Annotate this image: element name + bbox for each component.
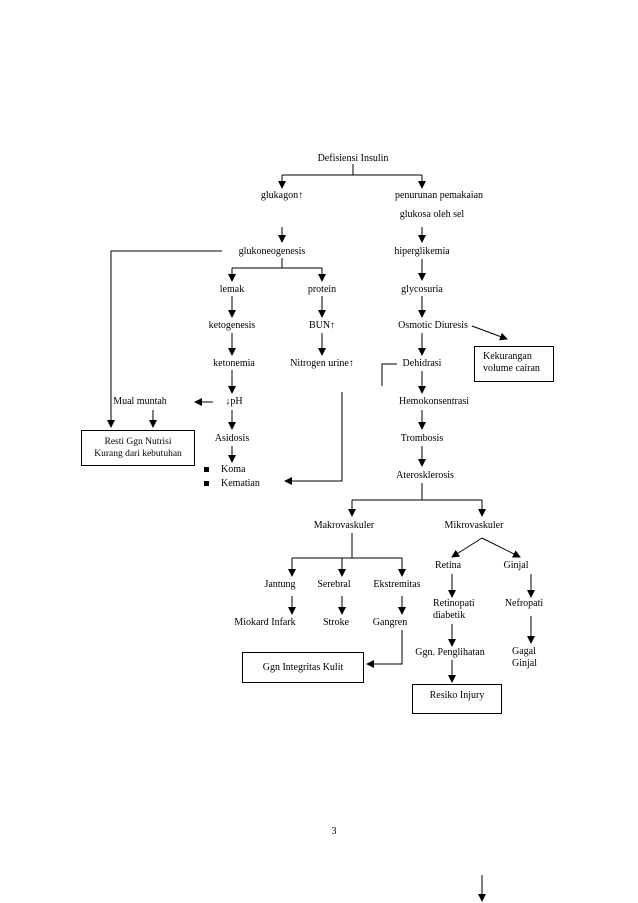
node-gagal-ginjal: Ginjal <box>512 658 537 669</box>
page-number: 3 <box>331 826 337 837</box>
box-resti-line-2: Kurang dari kebutuhan <box>94 449 182 459</box>
node-nefropati: Nefropati <box>504 598 544 609</box>
node-lemak: lemak <box>219 284 245 295</box>
box-injury-label: Resiko Injury <box>429 690 485 701</box>
node-osmotic-diuresis: Osmotic Diuresis <box>398 320 468 331</box>
node-glukosa-oleh-sel: glukosa oleh sel <box>399 209 465 220</box>
box-resti-line-1: Resti Ggn Nutrisi <box>104 437 172 447</box>
node-ketonemia: ketonemia <box>213 358 255 369</box>
arrow-osmotic-to-kekurangan <box>471 325 508 341</box>
node-ginjal: Ginjal <box>503 560 529 571</box>
node-trombosis: Trombosis <box>400 433 444 444</box>
node-glycosuria: glycosuria <box>401 284 443 295</box>
line-dehidrasi-hook <box>381 363 397 386</box>
node-glukoneogenesis: glukoneogenesis <box>238 246 306 257</box>
node-hiperglikemia: hiperglikemia <box>394 246 450 257</box>
arrow-to-ginjal <box>481 537 521 558</box>
box-resiko-injury: Resiko Injury <box>412 684 502 714</box>
node-aterosklerosis: Aterosklerosis <box>396 470 454 481</box>
node-hemokonsentrasi: Hemokonsentrasi <box>399 396 469 407</box>
node-dehidrasi: Dehidrasi <box>402 358 442 369</box>
line-gangren-to-integritas <box>366 630 403 668</box>
node-nitrogen-urine: Nitrogen urine↑ <box>290 358 354 369</box>
bullet-kematian <box>204 481 209 486</box>
node-jantung: Jantung <box>264 579 296 590</box>
node-retina: Retina <box>434 560 462 571</box>
node-stroke: Stroke <box>322 617 350 628</box>
arrow-to-retina <box>451 537 483 558</box>
node-protein: protein <box>307 284 337 295</box>
line-to-kematian <box>284 392 343 485</box>
node-mikrovaskuler: Mikrovaskuler <box>444 520 504 531</box>
node-makrovaskuler: Makrovaskuler <box>313 520 375 531</box>
node-asidosis: Asidosis <box>214 433 250 444</box>
node-glukagon: glukagon↑ <box>260 190 304 201</box>
node-gangren: Gangren <box>372 617 408 628</box>
box-kekurangan-line-2: volume cairan <box>483 363 540 374</box>
node-ketogenesis: ketogenesis <box>208 320 256 331</box>
line-glukoneogenesis-to-resti <box>107 250 222 428</box>
node-bun: BUN↑ <box>308 320 336 331</box>
node-retinopati-diabetik: diabetik <box>433 610 466 621</box>
bullet-koma <box>204 467 209 472</box>
box-kekurangan-line-1: Kekurangan <box>483 351 532 362</box>
box-integritas-label: Ggn Integritas Kulit <box>262 662 344 673</box>
node-retinopati: Retinopati <box>433 598 475 609</box>
box-kekurangan-volume-cairan: Kekurangan volume cairan <box>474 346 554 382</box>
node-penurunan-pemakaian: penurunan pemakaian <box>394 190 484 201</box>
node-ph: ↓pH <box>225 396 243 407</box>
box-ggn-integritas-kulit: Ggn Integritas Kulit <box>242 652 364 683</box>
node-ekstremitas: Ekstremitas <box>373 579 421 590</box>
node-koma: Koma <box>221 464 246 475</box>
node-gagal: Gagal <box>512 646 536 657</box>
node-serebral: Serebral <box>317 579 351 590</box>
node-defisiensi-insulin: Defisiensi Insulin <box>317 153 389 164</box>
node-ggn-penglihatan: Ggn. Penglihatan <box>415 647 485 658</box>
box-resti-ggn-nutrisi: Resti Ggn Nutrisi Kurang dari kebutuhan <box>81 430 195 466</box>
node-miokard-infark: Miokard Infark <box>234 617 296 628</box>
node-kematian: Kematian <box>221 478 260 489</box>
node-mual-muntah: Mual muntah <box>113 396 167 407</box>
